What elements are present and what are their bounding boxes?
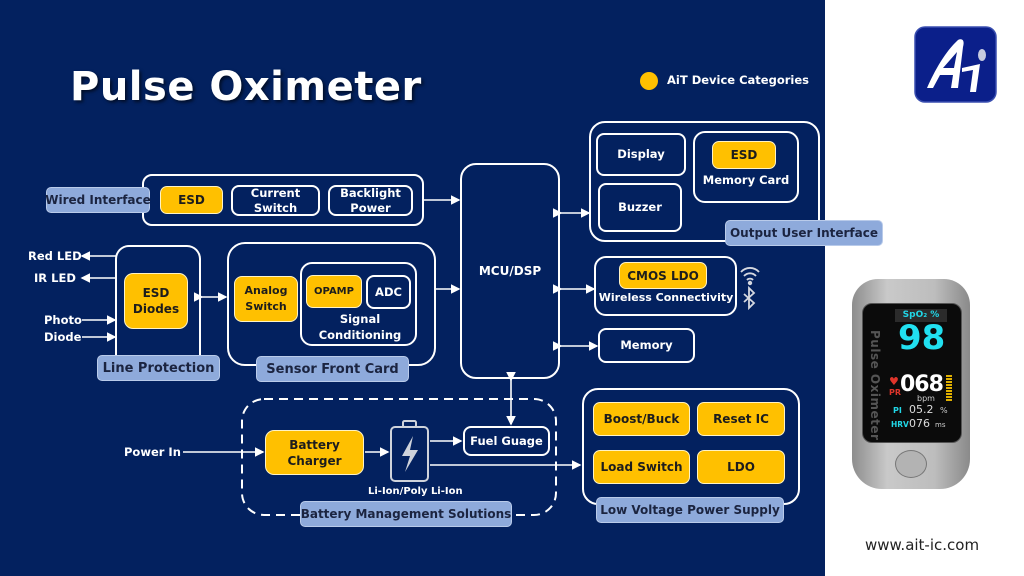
legend-swatch — [640, 72, 658, 90]
current-switch-line1: Current — [250, 185, 301, 200]
current-switch-line2: Switch — [253, 200, 298, 215]
pr-label: PR — [889, 388, 902, 397]
analog-switch-line2: Switch — [245, 300, 287, 313]
ait-logo — [914, 26, 997, 103]
display-block[interactable]: Display — [596, 133, 686, 176]
cmos-ldo-block[interactable]: CMOS LDO — [619, 262, 707, 289]
hrv-unit: ms — [935, 421, 946, 429]
esd-diodes-line2: Diodes — [132, 302, 180, 316]
boost-buck-block[interactable]: Boost/Buck — [593, 402, 690, 436]
signal-conditioning-frame — [300, 262, 417, 346]
wireless-connectivity-frame — [594, 256, 737, 316]
battery-charger-line1: Battery — [289, 437, 340, 452]
load-switch-block[interactable]: Load Switch — [593, 450, 690, 484]
signal-conditioning-line1: Signal — [339, 312, 381, 326]
opamp-block[interactable]: OPAMP — [306, 275, 362, 308]
pi-unit: % — [940, 406, 948, 415]
battery-icon — [390, 420, 429, 482]
memory-card-esd-block[interactable]: ESD — [712, 141, 776, 169]
memory-block[interactable]: Memory — [598, 328, 695, 363]
wireless-connectivity-label: Wireless Connectivity — [598, 291, 734, 304]
hrv-value: 076 — [909, 417, 930, 430]
output-user-interface-tag: Output User Interface — [725, 220, 883, 246]
diode-label: Diode — [44, 330, 82, 344]
heart-icon: ♥ — [889, 375, 899, 388]
battery-type-label: Li-Ion/Poly Li-Ion — [368, 486, 463, 497]
signal-strength-bars — [946, 375, 952, 401]
spo2-value: 98 — [898, 318, 946, 358]
sensor-front-card-tag: Sensor Front Card — [256, 356, 409, 382]
line-protection-frame — [115, 245, 201, 365]
signal-conditioning-label: Signal Conditioning — [310, 311, 410, 343]
wired-esd-block[interactable]: ESD — [160, 186, 223, 214]
ir-led-label: IR LED — [34, 271, 76, 285]
memory-card-label: Memory Card — [702, 173, 790, 187]
legend-label: AiT Device Categories — [667, 73, 809, 87]
red-led-label: Red LED — [28, 249, 82, 263]
bluetooth-icon — [743, 285, 756, 311]
output-user-interface-frame — [589, 121, 820, 242]
line-protection-tag: Line Protection — [97, 355, 220, 381]
page-title: Pulse Oximeter — [70, 64, 422, 110]
backlight-power-line2: Power — [350, 200, 391, 215]
backlight-power-line1: Backlight — [340, 185, 401, 200]
device-brand-text: Pulse Oximeter — [868, 330, 882, 441]
hrv-label: HRV — [891, 420, 909, 429]
low-voltage-power-supply-tag: Low Voltage Power Supply — [596, 497, 784, 523]
signal-conditioning-line2: Conditioning — [318, 328, 402, 342]
website-link[interactable]: www.ait-ic.com — [865, 536, 980, 554]
pr-unit: bpm — [917, 394, 935, 403]
pi-value: 05.2 — [909, 403, 934, 416]
buzzer-block[interactable]: Buzzer — [598, 183, 682, 232]
power-in-label: Power In — [124, 445, 181, 459]
wifi-icon — [740, 267, 760, 286]
mcu-dsp-block[interactable]: MCU/DSP — [460, 163, 560, 379]
esd-diodes-line1: ESD — [142, 286, 170, 300]
pr-value: 068 — [900, 372, 944, 397]
photo-label: Photo — [44, 313, 82, 327]
battery-management-tag: Battery Management Solutions — [300, 501, 512, 527]
oximeter-screen — [862, 303, 962, 443]
device-power-button — [895, 450, 927, 478]
ldo-block[interactable]: LDO — [697, 450, 785, 484]
pi-label: PI — [893, 406, 902, 415]
wired-interface-tag: Wired Interface — [45, 187, 151, 213]
reset-ic-block[interactable]: Reset IC — [697, 402, 785, 436]
battery-charger-line2: Charger — [287, 453, 342, 468]
analog-switch-line1: Analog — [244, 284, 288, 297]
spo2-label: SpO₂ % — [895, 309, 947, 322]
esd-diodes-block[interactable]: ESD Diodes — [124, 273, 188, 329]
memory-card-frame — [693, 131, 799, 203]
fuel-gauge-block[interactable]: Fuel Guage — [463, 426, 550, 456]
adc-block[interactable]: ADC — [366, 275, 411, 309]
